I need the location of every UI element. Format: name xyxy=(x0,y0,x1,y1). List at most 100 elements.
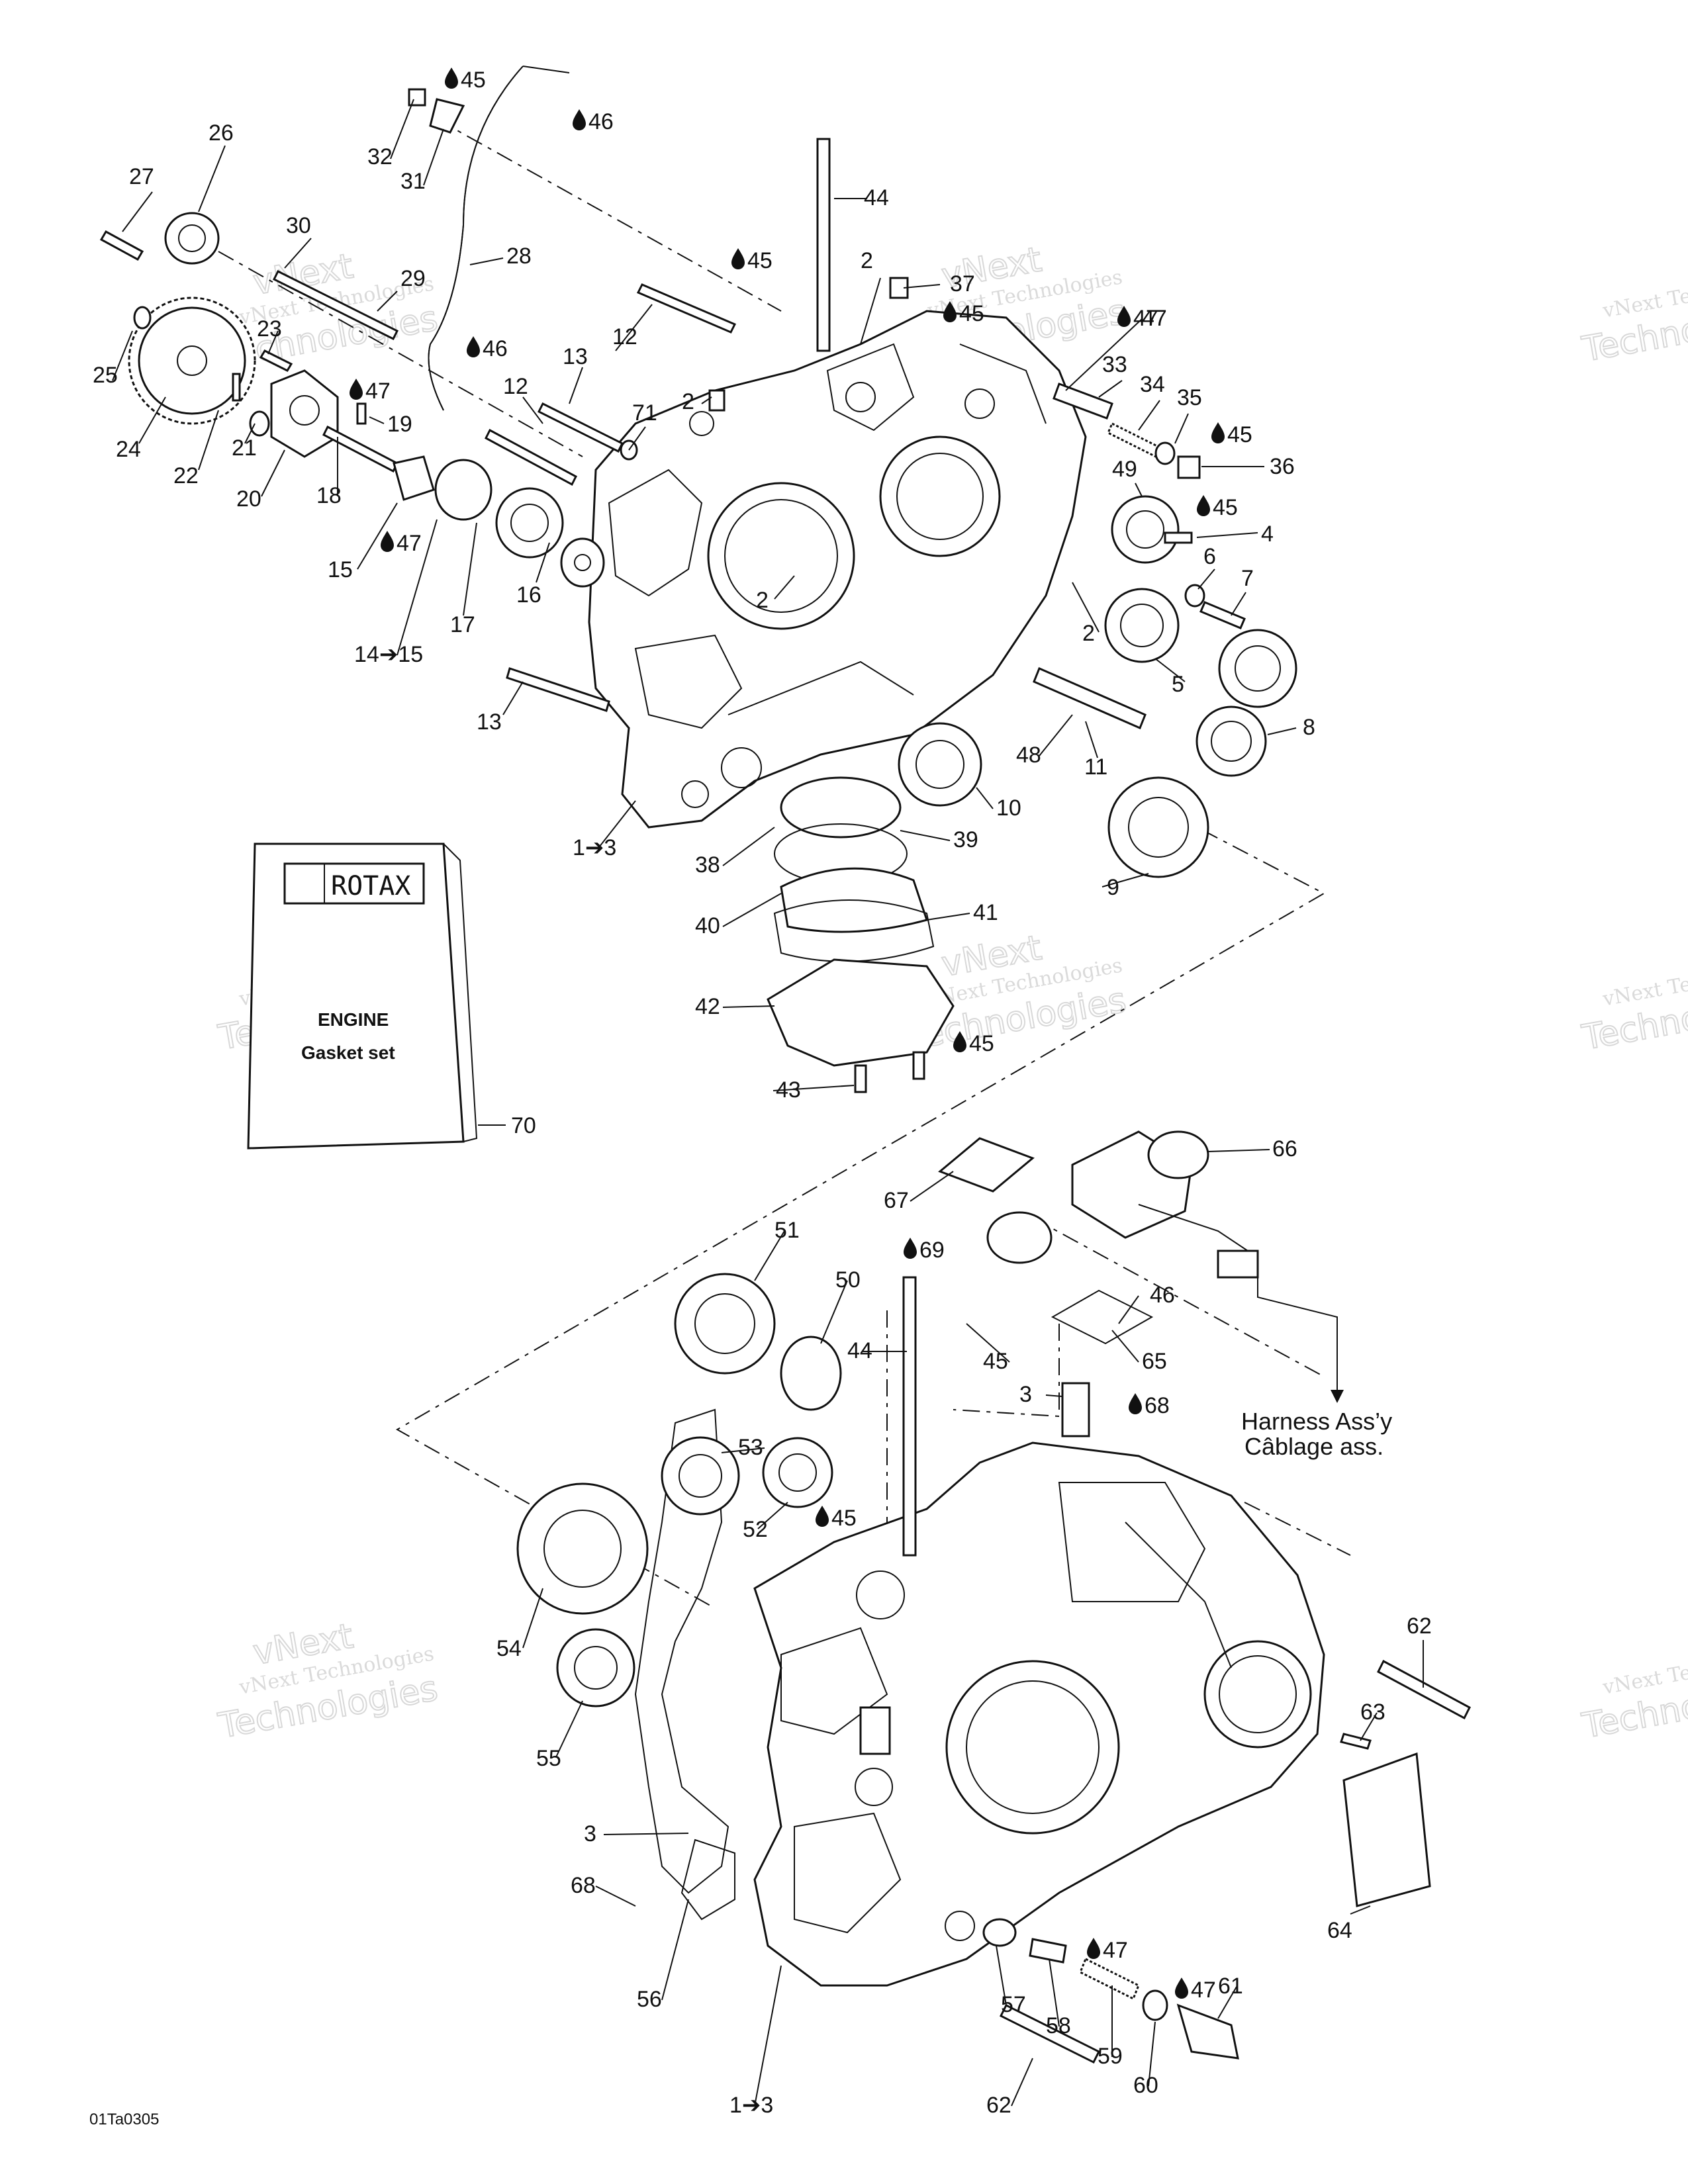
svg-text:45: 45 xyxy=(747,248,773,273)
harness-note: Harness Ass’y Câblage ass. xyxy=(1241,1271,1392,1460)
svg-text:46: 46 xyxy=(588,109,614,134)
part-number-label: 27 xyxy=(129,164,154,189)
part-number-label: 9 xyxy=(1107,875,1119,900)
watermark: vNext vNext Technologies Technologies xyxy=(214,1615,441,1747)
bearing xyxy=(1104,588,1180,663)
svg-text:47: 47 xyxy=(1191,1978,1216,2003)
sleeve xyxy=(859,1706,891,1755)
bearing xyxy=(898,722,982,807)
callout-labels: 26 27 30 29 23 25 24 22 21 20 18 19 15 1… xyxy=(93,120,1432,2118)
leader-line xyxy=(522,396,543,424)
lubricant-callout: 45 xyxy=(731,248,773,273)
watermark: vNext Technologies Technologies xyxy=(1578,265,1688,370)
part-number-label: 12 xyxy=(612,324,637,349)
pin xyxy=(1377,1659,1471,1720)
bearing xyxy=(762,1437,833,1508)
rotax-logo-box xyxy=(283,862,425,905)
leader-line xyxy=(1231,592,1246,616)
part-number-label: 8 xyxy=(1303,715,1315,740)
part-number-label: 20 xyxy=(236,486,261,512)
bolt xyxy=(506,667,610,712)
part-number-label: 51 xyxy=(774,1218,800,1243)
part-number-label: 63 xyxy=(1360,1700,1385,1725)
leader-line xyxy=(502,681,524,715)
leader-line xyxy=(1085,721,1098,758)
leader-line xyxy=(1360,1712,1378,1741)
sleeve xyxy=(1061,1382,1090,1437)
oil-pump-housing xyxy=(270,369,339,458)
leader-line xyxy=(860,277,881,345)
washer xyxy=(249,410,270,437)
crank-bore xyxy=(707,482,855,630)
oil-drop-icon xyxy=(350,379,363,400)
part-number-label: 56 xyxy=(637,1987,662,2012)
part-number-label: 48 xyxy=(1016,743,1041,768)
part-number-label: 12 xyxy=(503,374,528,399)
part-number-label: 62 xyxy=(986,2093,1011,2118)
leader-line xyxy=(377,291,398,312)
leader-line xyxy=(198,145,226,212)
plate xyxy=(938,1137,1035,1193)
leader-line xyxy=(1045,1394,1063,1397)
leader-line xyxy=(267,330,279,355)
part-number-label: 50 xyxy=(835,1267,861,1293)
part-number-label: 58 xyxy=(1046,2013,1071,2038)
part-number-label: 4 xyxy=(1261,522,1274,547)
gasket-set-booklet: ROTAX ENGINE Gasket set xyxy=(247,842,478,1150)
part-number-label: 36 xyxy=(1270,454,1295,479)
lubricant-callout: 47 xyxy=(381,531,422,556)
oil-drop-icon xyxy=(816,1506,829,1527)
booklet-subtitle: Gasket set xyxy=(301,1042,395,1063)
oil-drop-icon xyxy=(943,301,957,322)
leader-line xyxy=(820,1280,848,1344)
leader-line xyxy=(138,396,166,444)
part-number-label: 44 xyxy=(864,185,889,210)
part-number-label: 53 xyxy=(738,1435,763,1460)
leader-line xyxy=(722,1005,775,1008)
bearing xyxy=(661,1436,740,1516)
part-number-label: 18 xyxy=(316,483,342,508)
leader-line xyxy=(522,1588,543,1649)
bolt xyxy=(636,283,737,334)
gasket xyxy=(1051,1289,1154,1345)
harness-wire xyxy=(1138,1204,1258,1258)
part-number-label: 1➔3 xyxy=(729,2093,773,2118)
part-number-label: 64 xyxy=(1327,1918,1352,1943)
leader-line xyxy=(721,1447,765,1453)
oil-drop-icon xyxy=(1117,306,1131,327)
part-number-label: 66 xyxy=(1272,1136,1297,1161)
oil-drop-icon xyxy=(1175,1978,1188,1999)
leader-line xyxy=(996,1945,1007,2006)
lubricant-labels: 45 46 45 46 47 47 45 47 45 45 45 69 68 4… xyxy=(350,68,1252,2003)
bearing xyxy=(1107,776,1209,878)
washer xyxy=(1154,441,1176,465)
part-number-label: 71 xyxy=(632,400,657,426)
part-number-label: 25 xyxy=(93,363,118,388)
pin xyxy=(356,402,367,425)
svg-text:46: 46 xyxy=(483,336,508,361)
part-number-label: 11 xyxy=(1084,754,1107,780)
leader-line xyxy=(1217,1986,1237,2019)
leader-line xyxy=(198,410,219,471)
lubricant-callout: 47 xyxy=(350,379,391,404)
leader-line xyxy=(390,99,414,159)
leader-line xyxy=(966,1323,1010,1363)
bearing-cover xyxy=(164,212,220,265)
bolt xyxy=(272,269,399,341)
balancer-bore xyxy=(879,435,1001,557)
part-number-label: 60 xyxy=(1133,2073,1158,2098)
spring xyxy=(1107,422,1166,461)
part-number-label: 34 xyxy=(1140,372,1165,397)
part-number-label: 68 xyxy=(571,1873,596,1898)
part-number-label: 1➔3 xyxy=(573,835,616,860)
part-number-label: 2 xyxy=(682,389,694,414)
svg-text:45: 45 xyxy=(831,1506,857,1531)
leader-line xyxy=(1039,714,1073,756)
svg-text:47: 47 xyxy=(1103,1938,1128,1963)
leader-line xyxy=(615,304,653,351)
crankcase-upper xyxy=(588,310,1087,829)
leader-line xyxy=(536,542,550,583)
part-number-label: 45 xyxy=(983,1349,1008,1374)
part-number-label: 10 xyxy=(996,796,1021,821)
